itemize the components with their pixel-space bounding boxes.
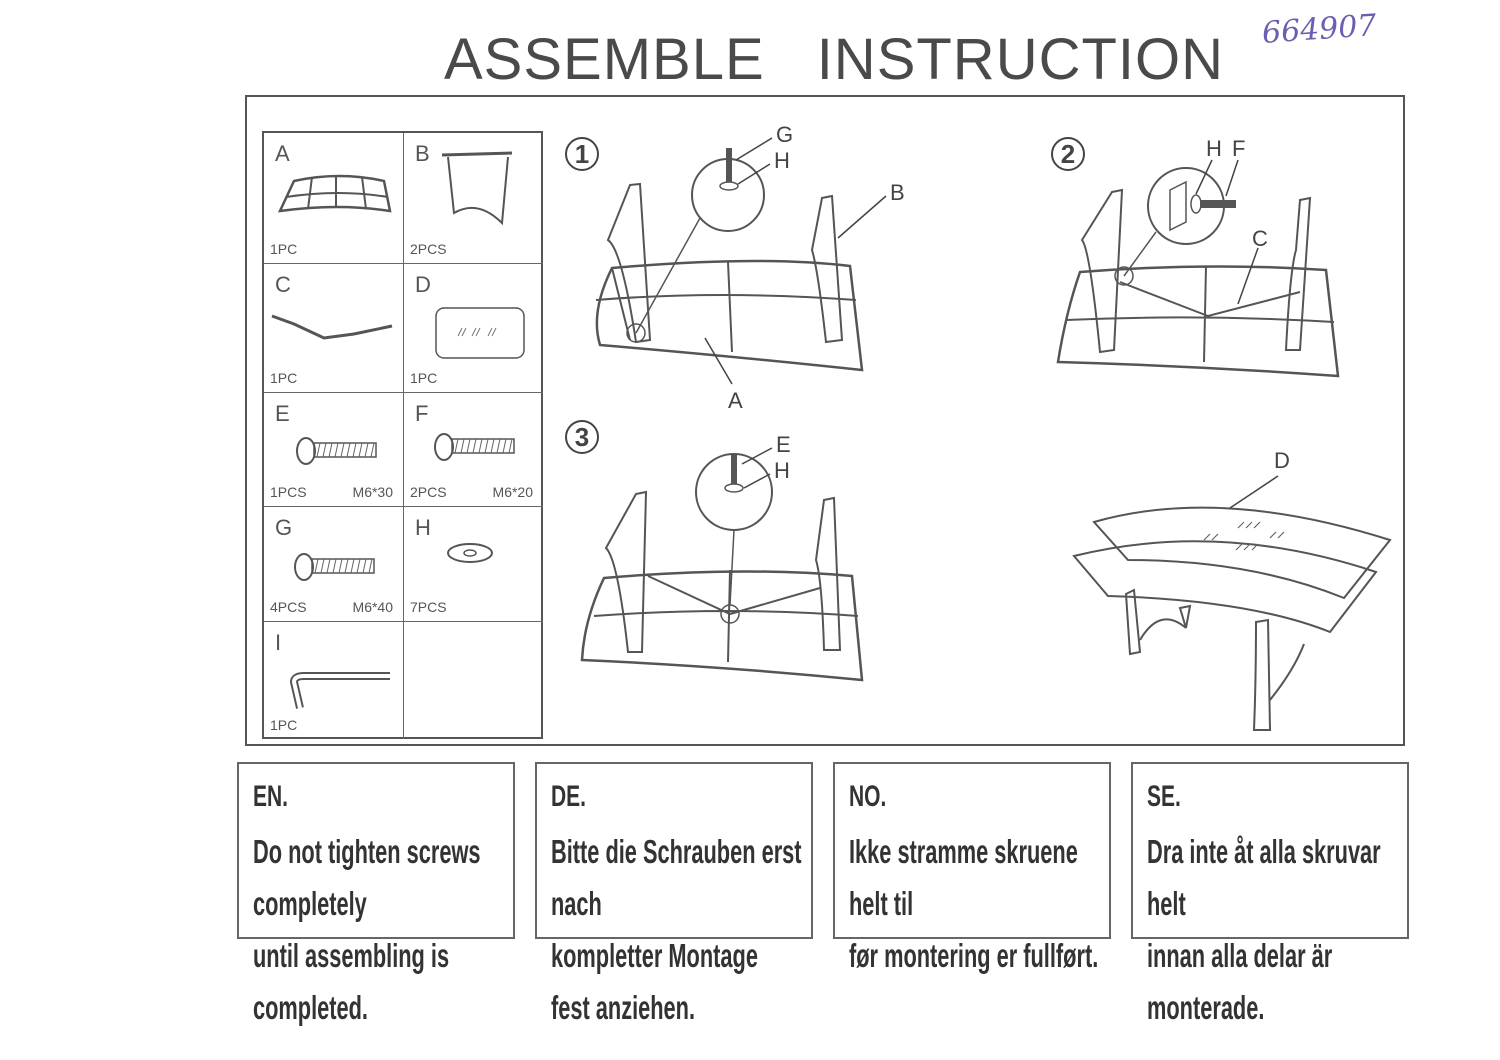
part-letter: H [415,515,431,540]
brace-c-icon [271,314,393,340]
part-spec: M6*40 [352,599,393,615]
note-line-1: Ikke stramme skruene helt til [849,833,1078,922]
part-cell-i: I 1PC [264,622,404,739]
note-lang: EN. [253,780,289,813]
part-letter: D [415,272,431,297]
glass-d-icon [435,307,525,359]
step-number: 2 [1061,139,1075,169]
note-line-2: innan alla delar är monterade. [1147,937,1333,1026]
part-letter: I [275,630,282,655]
title-word-instruction: INSTRUCTION [816,27,1225,92]
step-number-circle [565,420,599,454]
part-qty: 7PCS [410,599,447,615]
part-cell-e: E 1PCS M6*30 [264,393,404,507]
part-qty: 1PC [270,717,298,733]
note-se: SE. Dra inte åt alla skruvar helt innan … [1131,762,1409,1026]
step-3: 3 E H [565,420,864,682]
note-text: Ikke stramme skruene helt til før monter… [849,826,1100,982]
note-lang: NO. [849,780,887,813]
step-number: 1 [575,139,589,169]
note-lang: DE. [551,780,587,813]
step-number: 3 [575,422,589,452]
label-h: H [774,458,790,483]
step-number-circle [1051,137,1085,171]
note-no: NO. Ikke stramme skruene helt til før mo… [833,762,1111,974]
step-1: 1 G H B A [565,122,905,413]
part-spec: M6*20 [492,484,533,500]
part-cell-c: C 1PC [264,264,404,393]
part-qty: 2PCS [410,484,447,500]
title-word-assemble: ASSEMBLE [444,27,765,92]
label-a: A [728,388,743,413]
allen-key-icon [290,672,390,709]
part-spec: M6*30 [352,484,393,500]
page-title: ASSEMBLE INSTRUCTION [444,26,1224,93]
step-2: 2 H F C [1051,136,1340,378]
bolt-f-icon [434,433,515,461]
parts-list: A 1PC B 2PCS C 1PC D 1PC E [262,131,543,739]
part-letter: E [275,401,290,426]
label-d: D [1274,448,1290,473]
part-letter: B [415,141,430,166]
leg-b-icon [441,151,513,226]
label-b: B [890,180,905,205]
part-letter: F [415,401,429,426]
bolt-e-icon [296,437,377,465]
part-cell-a: A 1PC [264,133,404,264]
note-line-2: før montering er fullført. [849,937,1099,974]
note-line-2: kompletter Montage fest anziehen. [551,937,758,1026]
part-cell-g: G 4PCS M6*40 [264,507,404,622]
part-qty: 4PCS [270,599,307,615]
label-c: C [1252,226,1268,251]
note-text: Bitte die Schrauben erst nach kompletter… [551,826,802,1034]
note-line-1: Bitte die Schrauben erst nach [551,833,802,922]
washer-h-icon [447,543,493,563]
label-e: E [776,432,791,457]
part-qty: 1PC [270,241,298,257]
label-h: H [774,148,790,173]
note-de: DE. Bitte die Schrauben erst nach komple… [535,762,813,1026]
note-en: EN. Do not tighten screws completely unt… [237,762,515,1026]
label-f: F [1232,136,1245,161]
part-cell-f: F 2PCS M6*20 [404,393,543,507]
note-line-2: until assembling is completed. [253,937,450,1026]
part-letter: C [275,272,291,297]
part-cell-b: B 2PCS [404,133,543,264]
part-qty: 1PC [270,370,298,386]
step-final: D [1072,448,1392,731]
part-cell-h: H 7PCS [404,507,543,622]
part-qty: 2PCS [410,241,447,257]
note-text: Do not tighten screws completely until a… [253,826,504,1034]
part-letter: A [275,141,290,166]
note-lang: SE. [1147,780,1181,813]
instruction-frame [245,95,1405,746]
step-number-circle [565,137,599,171]
bolt-g-icon [294,553,375,581]
part-qty: 1PCS [270,484,307,500]
label-g: G [776,122,793,147]
part-letter: G [275,515,293,540]
part-cell-d: D 1PC [404,264,543,393]
note-line-1: Do not tighten screws completely [253,833,481,922]
frame-a-icon [277,174,392,213]
note-text: Dra inte åt alla skruvar helt innan alla… [1147,826,1398,1034]
note-line-1: Dra inte åt alla skruvar helt [1147,833,1381,922]
part-qty: 1PC [410,370,438,386]
label-h: H [1206,136,1222,161]
